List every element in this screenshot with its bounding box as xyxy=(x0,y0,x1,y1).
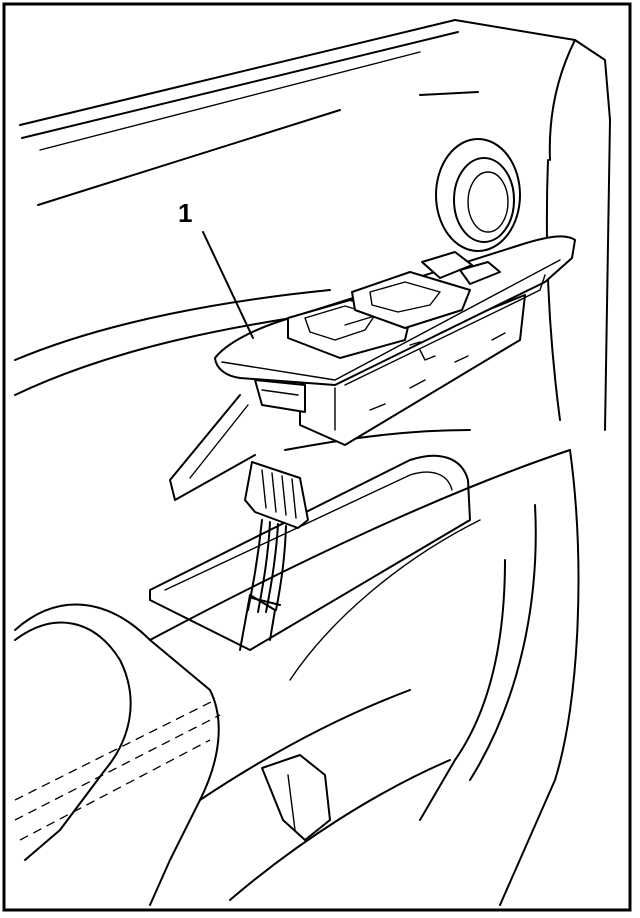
leader-line xyxy=(202,231,254,339)
lock-switch xyxy=(421,251,473,279)
door-lower-panel xyxy=(14,449,580,906)
window-switch-assembly xyxy=(214,235,576,446)
window-switch-rear xyxy=(351,271,471,329)
figure-frame xyxy=(2,2,632,912)
callout-label: 1 xyxy=(178,198,192,228)
wiring-harness xyxy=(244,461,309,613)
callout-1: 1 xyxy=(178,198,254,339)
door-upper-trim xyxy=(19,19,611,431)
lockout-switch xyxy=(459,261,501,285)
switch-recess xyxy=(169,394,471,501)
lock-knob xyxy=(435,138,521,252)
armrest-pocket xyxy=(149,454,471,651)
